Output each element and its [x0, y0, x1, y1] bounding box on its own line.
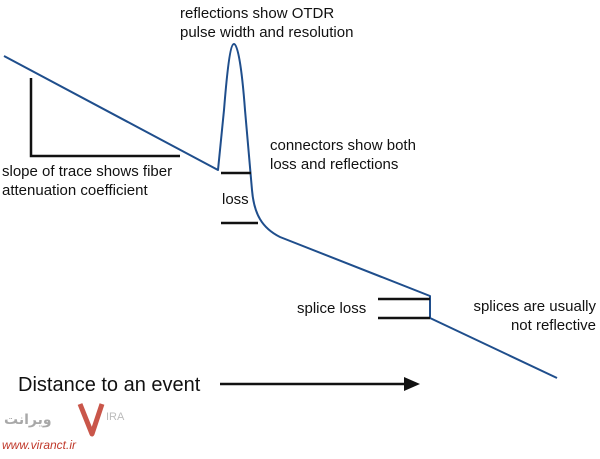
slope-triangle	[29, 78, 180, 158]
connectors-label-line2: loss and reflections	[270, 156, 399, 173]
connectors-label: connectors show both loss and reflection…	[270, 136, 416, 174]
watermark-url: www.viranct.ir	[2, 438, 77, 452]
watermark-brand-text: ويرانت	[4, 412, 52, 428]
reflections-label-line2: pulse width and resolution	[180, 24, 354, 41]
slope-label-line1: slope of trace shows fiber	[2, 163, 173, 180]
splices-label-line1: splices are usually	[473, 298, 596, 315]
splices-label: splices are usually not reflective	[473, 297, 596, 335]
connectors-label-line1: connectors show both	[270, 137, 416, 154]
distance-arrow-head	[404, 377, 420, 391]
distance-label: Distance to an event	[18, 374, 201, 396]
otdr-trace-line	[3, 43, 558, 379]
slope-label-line2: attenuation coefficient	[2, 182, 148, 199]
watermark-v-mark	[77, 403, 105, 437]
reflections-label-line1: reflections show OTDR	[180, 5, 335, 22]
watermark-brand-suffix: IRA	[106, 411, 125, 423]
slope-label: slope of trace shows fiber attenuation c…	[2, 162, 172, 200]
reflections-label: reflections show OTDR pulse width and re…	[180, 4, 353, 42]
watermark-logo: ويرانت IRA	[4, 403, 125, 437]
splices-label-line2: not reflective	[510, 317, 596, 334]
loss-label: loss	[222, 191, 249, 208]
splice-loss-label: splice loss	[297, 300, 367, 317]
